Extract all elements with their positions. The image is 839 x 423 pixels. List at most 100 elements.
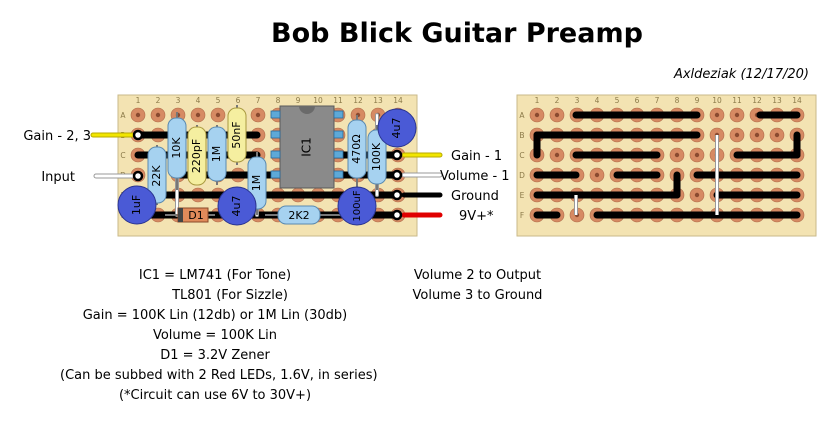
board-hole — [255, 112, 261, 118]
page-title: Bob Blick Guitar Preamp — [271, 18, 643, 49]
board-hole — [754, 132, 760, 138]
column-number: 5 — [216, 96, 221, 105]
column-number: 10 — [313, 96, 323, 105]
row-letter: A — [519, 111, 525, 120]
column-number: 7 — [655, 96, 660, 105]
capacitor-4u7-b: 4u7 — [377, 108, 417, 148]
resistor-470-label: 470Ω — [350, 134, 363, 163]
column-number: 12 — [353, 96, 363, 105]
ic1-pins — [270, 110, 344, 179]
capacitor-4u7-b-label: 4u7 — [390, 118, 403, 139]
resistor-2k2-label: 2K2 — [288, 209, 309, 222]
board-hole — [674, 152, 680, 158]
resistor-22k: 22K — [147, 145, 167, 205]
board-hole — [774, 132, 780, 138]
note-left-line: Volume = 100K Lin — [152, 328, 278, 343]
row-letter: A — [120, 111, 126, 120]
label-volume-1: Volume - 1 — [440, 169, 510, 184]
column-number: 2 — [156, 96, 161, 105]
label-power: 9V+* — [459, 209, 494, 224]
terminal-pads — [132, 129, 403, 221]
capacitor-4u7-a: 4u7 — [217, 186, 257, 226]
note-left-line: D1 = 3.2V Zener — [160, 348, 270, 363]
board-hole — [714, 112, 720, 118]
resistor-2k2: 2K2 — [265, 205, 345, 225]
resistor-1m-b-label: 1M — [250, 175, 263, 192]
row-letter: B — [519, 131, 524, 140]
resistor-100k-label: 100K — [370, 142, 383, 171]
column-number: 1 — [535, 96, 540, 105]
capacitor-50nf: 50nF — [227, 105, 247, 165]
note-left-line: IC1 = LM741 (For Tone) — [138, 268, 292, 283]
board-hole — [694, 152, 700, 158]
column-number: 6 — [635, 96, 640, 105]
capacitor-220pf: 220pF — [187, 125, 207, 186]
right-board-jumpers — [574, 135, 719, 215]
column-number: 9 — [296, 96, 301, 105]
capacitor-1uf-label: 1uF — [130, 195, 143, 215]
note-left-line: (Can be subbed with 2 Red LEDs, 1.6V, in… — [60, 368, 378, 383]
capacitor-4u7-a-label: 4u7 — [230, 196, 243, 217]
row-letter: C — [120, 151, 125, 160]
label-ground: Ground — [451, 189, 499, 204]
board-hole — [135, 112, 141, 118]
note-left-line: TL801 (For Sizzle) — [172, 288, 288, 303]
off-board-wires — [90, 132, 443, 218]
note-right-line: Volume 3 to Ground — [412, 288, 543, 303]
components: IC1 22K 10K 220pF — [117, 105, 417, 226]
board-hole — [734, 132, 740, 138]
right-board-links — [533, 111, 801, 219]
resistor-22k-label: 22K — [150, 165, 163, 187]
resistor-10k-label: 10K — [170, 137, 183, 159]
resistor-10k: 10K — [167, 112, 187, 190]
column-number: 8 — [276, 96, 281, 105]
capacitor-1uf: 1uF — [117, 185, 157, 225]
column-number: 13 — [373, 96, 383, 105]
author-credit: Axldeziak (12/17/20) — [673, 67, 809, 82]
capacitor-50nf-label: 50nF — [230, 121, 243, 148]
label-gain-2-3: Gain - 2, 3 — [23, 129, 91, 144]
note-right-line: Volume 2 to Output — [413, 268, 542, 283]
column-number: 10 — [712, 96, 722, 105]
column-number: 4 — [196, 96, 201, 105]
notes-right: Volume 2 to Output Volume 3 to Ground — [400, 266, 555, 306]
column-number: 14 — [393, 96, 403, 105]
column-number: 3 — [176, 96, 181, 105]
board-hole — [694, 192, 700, 198]
column-number: 7 — [256, 96, 261, 105]
resistor-1m-a-label: 1M — [210, 146, 223, 163]
board-hole — [155, 112, 161, 118]
row-letter: C — [519, 151, 524, 160]
ic1-label: IC1 — [300, 137, 314, 157]
notes-left: IC1 = LM741 (For Tone) TL801 (For Sizzle… — [60, 266, 378, 406]
diode-d1: D1 — [165, 207, 215, 223]
ic1-chip: IC1 — [279, 105, 335, 189]
column-number: 8 — [675, 96, 680, 105]
column-number: 2 — [555, 96, 560, 105]
column-number: 5 — [615, 96, 620, 105]
capacitor-100uf: 100uF — [337, 186, 377, 226]
resistor-100k: 100K — [367, 125, 387, 190]
board-hole — [554, 152, 560, 158]
diode-d1-label: D1 — [188, 209, 203, 222]
column-number: 4 — [595, 96, 600, 105]
column-number: 13 — [772, 96, 782, 105]
note-left-line: (*Circuit can use 6V to 30V+) — [118, 388, 312, 403]
board-hole — [554, 112, 560, 118]
column-number: 3 — [575, 96, 580, 105]
capacitor-220pf-label: 220pF — [190, 139, 203, 173]
board-hole — [195, 112, 201, 118]
board-hole — [734, 112, 740, 118]
column-number: 6 — [236, 96, 241, 105]
label-gain-1: Gain - 1 — [451, 149, 502, 164]
note-left-line: Gain = 100K Lin (12db) or 1M Lin (30db) — [82, 308, 348, 323]
row-letter: E — [520, 191, 525, 200]
column-number: 12 — [752, 96, 762, 105]
capacitor-100uf-label: 100uF — [352, 190, 363, 221]
board-hole — [594, 172, 600, 178]
row-letter: F — [520, 211, 524, 220]
column-number: 9 — [695, 96, 700, 105]
board-hole — [534, 112, 540, 118]
resistor-470: 470Ω — [347, 115, 367, 195]
